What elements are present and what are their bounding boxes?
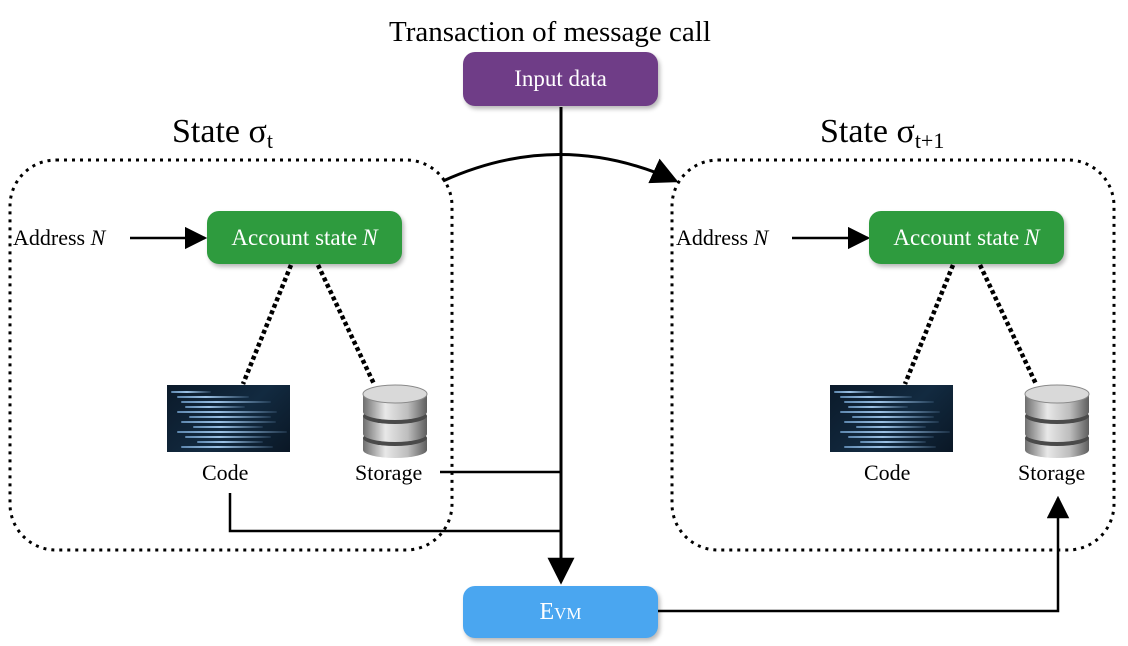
state-left-title: State σt — [172, 113, 273, 153]
evm-box: Evm — [463, 586, 658, 638]
address-right: Address N — [676, 225, 769, 250]
account-storage-link-left — [315, 264, 377, 385]
database-icon — [1024, 384, 1090, 458]
code-left-label: Code — [202, 460, 249, 485]
state-right-title: State σt+1 — [820, 113, 945, 153]
diagram-title: Transaction of message call — [389, 16, 711, 48]
account-code-link-right — [902, 264, 956, 385]
code-right-label: Code — [864, 460, 911, 485]
code-to-evm-line — [228, 493, 561, 533]
evm-label: Evm — [539, 598, 582, 625]
storage-left-label: Storage — [355, 460, 423, 485]
account-state-right-var: N — [1024, 224, 1040, 250]
account-state-left-label: Account state — [231, 224, 358, 250]
state-right-subscript: t+1 — [914, 128, 945, 153]
input-data-label: Input data — [514, 66, 607, 91]
account-state-left-var: N — [362, 224, 378, 250]
storage-right-label: Storage — [1018, 460, 1086, 485]
state-left-subscript: t — [266, 128, 273, 153]
evm-to-storage-arrow — [658, 495, 1070, 613]
input-data-box: Input data — [463, 52, 658, 106]
address-left: Address N — [13, 225, 106, 250]
account-state-right-label: Account state — [893, 224, 1020, 250]
database-icon — [362, 384, 428, 458]
code-screenshot-icon — [167, 385, 290, 452]
code-screenshot-icon — [830, 385, 953, 452]
account-code-link-left — [240, 264, 294, 385]
account-storage-link-right — [977, 264, 1039, 385]
